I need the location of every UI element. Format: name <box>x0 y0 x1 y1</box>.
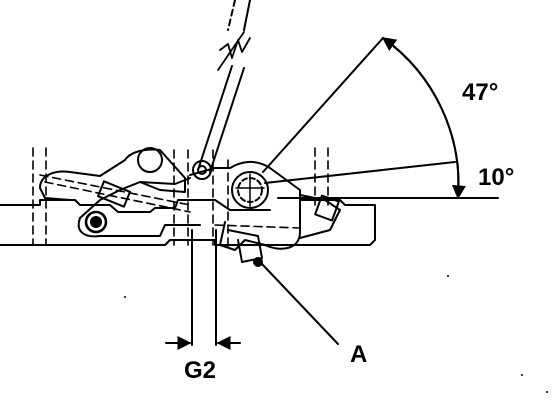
angle-construction <box>262 37 499 200</box>
angle-10-label: 10° <box>478 164 514 191</box>
left-lever <box>39 147 201 238</box>
callout-a-label: A <box>350 341 367 368</box>
angle-47-label: 47° <box>462 79 498 106</box>
scan-specks <box>124 275 548 393</box>
callout-leader <box>261 263 339 345</box>
spring-assembly <box>192 0 251 180</box>
cam-assembly <box>189 161 341 267</box>
gap-dimension <box>165 229 241 350</box>
gap-g2-label: G2 <box>184 357 216 384</box>
